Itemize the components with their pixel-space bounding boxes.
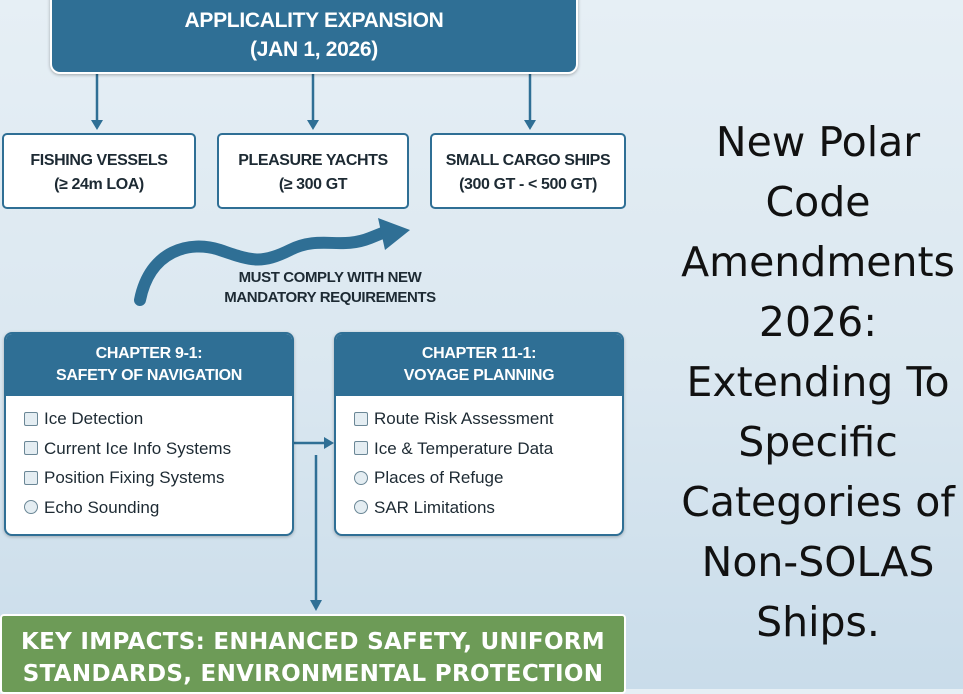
category-pleasure-yachts: PLEASURE YACHTS (≥ 300 GT	[217, 133, 409, 209]
list-item: Current Ice Info Systems	[24, 434, 292, 464]
category-criteria: (300 GT - < 500 GT)	[459, 176, 597, 193]
comply-line2: MANDATORY REQUIREMENTS	[224, 289, 436, 306]
location-pin-icon	[354, 470, 368, 485]
sonar-icon	[24, 500, 38, 515]
impacts-line2: STANDARDS, ENVIRONMENTAL PROTECTION	[22, 661, 604, 687]
item-label: Position Fixing Systems	[44, 468, 225, 487]
list-item: Position Fixing Systems	[24, 463, 292, 493]
category-fishing-vessels: FISHING VESSELS (≥ 24m LOA)	[2, 133, 196, 209]
header-line1: APPLICALITY EXPANSION	[184, 9, 444, 32]
title-line: Amendments	[681, 238, 955, 286]
chapter-header: CHAPTER 11-1: VOYAGE PLANNING	[336, 334, 622, 396]
category-name: SMALL CARGO SHIPS	[445, 152, 611, 169]
title-line: Categories of	[681, 478, 955, 526]
wavy-arrow	[134, 224, 396, 306]
list-item: Echo Sounding	[24, 493, 292, 523]
list-item: Ice & Temperature Data	[354, 434, 622, 464]
lifebuoy-icon	[354, 500, 368, 515]
category-small-cargo-ships: SMALL CARGO SHIPS (300 GT - < 500 GT)	[430, 133, 626, 209]
comply-line1: MUST COMPLY WITH NEW	[238, 269, 422, 286]
item-label: Current Ice Info Systems	[44, 438, 232, 458]
chapter-header: CHAPTER 9-1: SAFETY OF NAVIGATION	[6, 334, 292, 396]
list-item: SAR Limitations	[354, 493, 622, 523]
document-icon	[354, 411, 368, 426]
list-item: Ice Detection	[24, 404, 292, 434]
impacts-line1: KEY IMPACTS: ENHANCED SAFETY, UNIFORM	[21, 629, 605, 655]
device-icon	[24, 470, 38, 485]
key-impacts-banner: KEY IMPACTS: ENHANCED SAFETY, UNIFORM ST…	[0, 614, 626, 694]
comply-label: MUST COMPLY WITH NEW MANDATORY REQUIREME…	[190, 268, 470, 308]
list-item: Route Risk Assessment	[354, 404, 622, 434]
list-item: Places of Refuge	[354, 463, 622, 493]
title-line: Extending To	[686, 358, 950, 406]
item-label: Places of Refuge	[374, 468, 504, 487]
category-name: FISHING VESSELS	[30, 152, 168, 169]
chapter-9-1-box: CHAPTER 9-1: SAFETY OF NAVIGATION Ice De…	[4, 332, 294, 536]
title-line: New Polar	[715, 118, 921, 166]
title-line: Ships.	[756, 598, 880, 646]
monitor-icon	[24, 441, 38, 456]
chapter-number: CHAPTER 11-1:	[421, 345, 537, 362]
chapter-title: SAFETY OF NAVIGATION	[55, 367, 242, 384]
item-label: Ice & Temperature Data	[374, 438, 554, 458]
title-line: 2026:	[758, 298, 878, 346]
title-line: Code	[765, 178, 871, 226]
applicability-header: APPLICALITY EXPANSION (JAN 1, 2026)	[50, 0, 578, 74]
item-label: SAR Limitations	[374, 497, 495, 517]
item-label: Route Risk Assessment	[374, 409, 554, 428]
category-name: PLEASURE YACHTS	[238, 152, 388, 169]
category-criteria: (≥ 300 GT	[278, 176, 348, 193]
chapter-11-1-box: CHAPTER 11-1: VOYAGE PLANNING Route Risk…	[334, 332, 624, 536]
category-criteria: (≥ 24m LOA)	[54, 176, 144, 193]
title-line: Non-SOLAS	[701, 538, 935, 586]
thermometer-icon	[354, 441, 368, 456]
header-line2: (JAN 1, 2026)	[250, 38, 378, 61]
item-label: Echo Sounding	[44, 497, 160, 517]
title-line: Specific	[738, 418, 898, 466]
item-label: Ice Detection	[44, 409, 144, 428]
chapter-title: VOYAGE PLANNING	[403, 367, 555, 384]
chapter-number: CHAPTER 9-1:	[95, 345, 203, 362]
page-title: New Polar Code Amendments 2026: Extendin…	[668, 112, 963, 652]
ice-detection-icon	[24, 411, 38, 426]
